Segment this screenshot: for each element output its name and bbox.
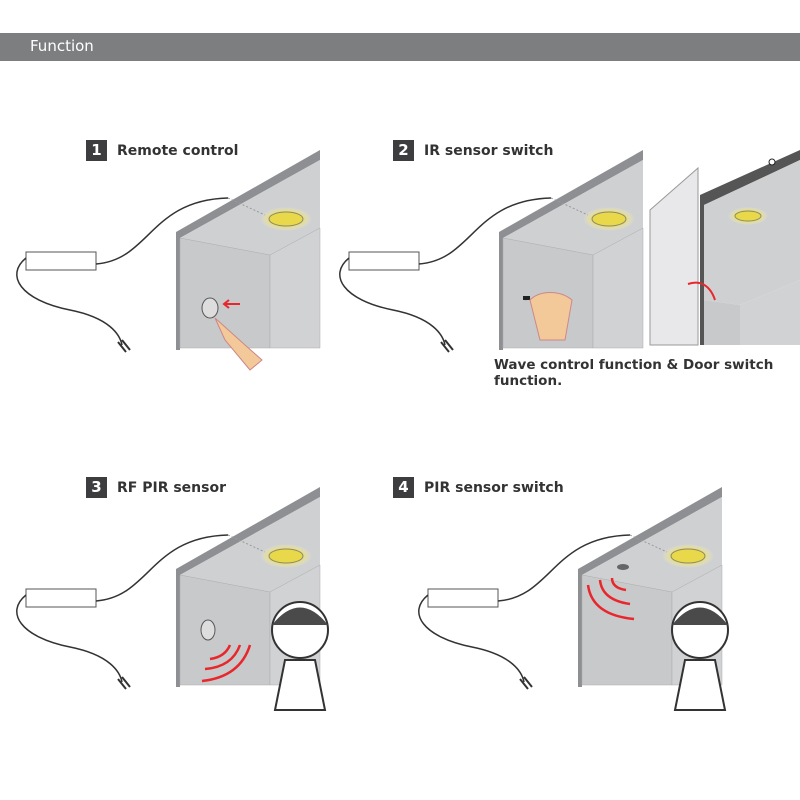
pir-switch-illustration <box>417 486 729 711</box>
ir-sensor-icon <box>523 296 530 300</box>
rf-pir-illustration <box>15 486 329 711</box>
number-badge: 1 <box>86 140 107 161</box>
remote-button <box>201 297 219 319</box>
number-badge: 4 <box>393 477 414 498</box>
function-label: Remote control <box>117 142 239 159</box>
section-title: Function <box>30 37 94 55</box>
arrow-icon <box>687 281 716 301</box>
function-title-2: 2 IR sensor switch <box>393 140 553 161</box>
ir-sensor-illustration <box>338 149 800 353</box>
function-label: PIR sensor switch <box>424 479 564 496</box>
signal-waves <box>201 644 252 683</box>
section-header: Function <box>0 33 800 61</box>
child-icon <box>671 601 729 711</box>
number-badge: 2 <box>393 140 414 161</box>
child-icon <box>271 601 329 711</box>
number-badge: 3 <box>86 477 107 498</box>
function-label: RF PIR sensor <box>117 479 226 496</box>
pir-sensor <box>617 564 629 570</box>
caption: Wave control function & Door switch func… <box>494 357 774 389</box>
function-label: IR sensor switch <box>424 142 554 159</box>
function-title-1: 1 Remote control <box>86 140 238 161</box>
function-title-3: 3 RF PIR sensor <box>86 477 226 498</box>
hand-icon <box>529 292 573 341</box>
arrow-icon <box>222 299 240 309</box>
remote-control-illustration <box>15 149 321 371</box>
signal-waves <box>586 577 635 621</box>
pir-sensor <box>200 619 216 641</box>
function-title-4: 4 PIR sensor switch <box>393 477 564 498</box>
hand-icon <box>214 317 263 371</box>
door-icon <box>649 166 699 346</box>
